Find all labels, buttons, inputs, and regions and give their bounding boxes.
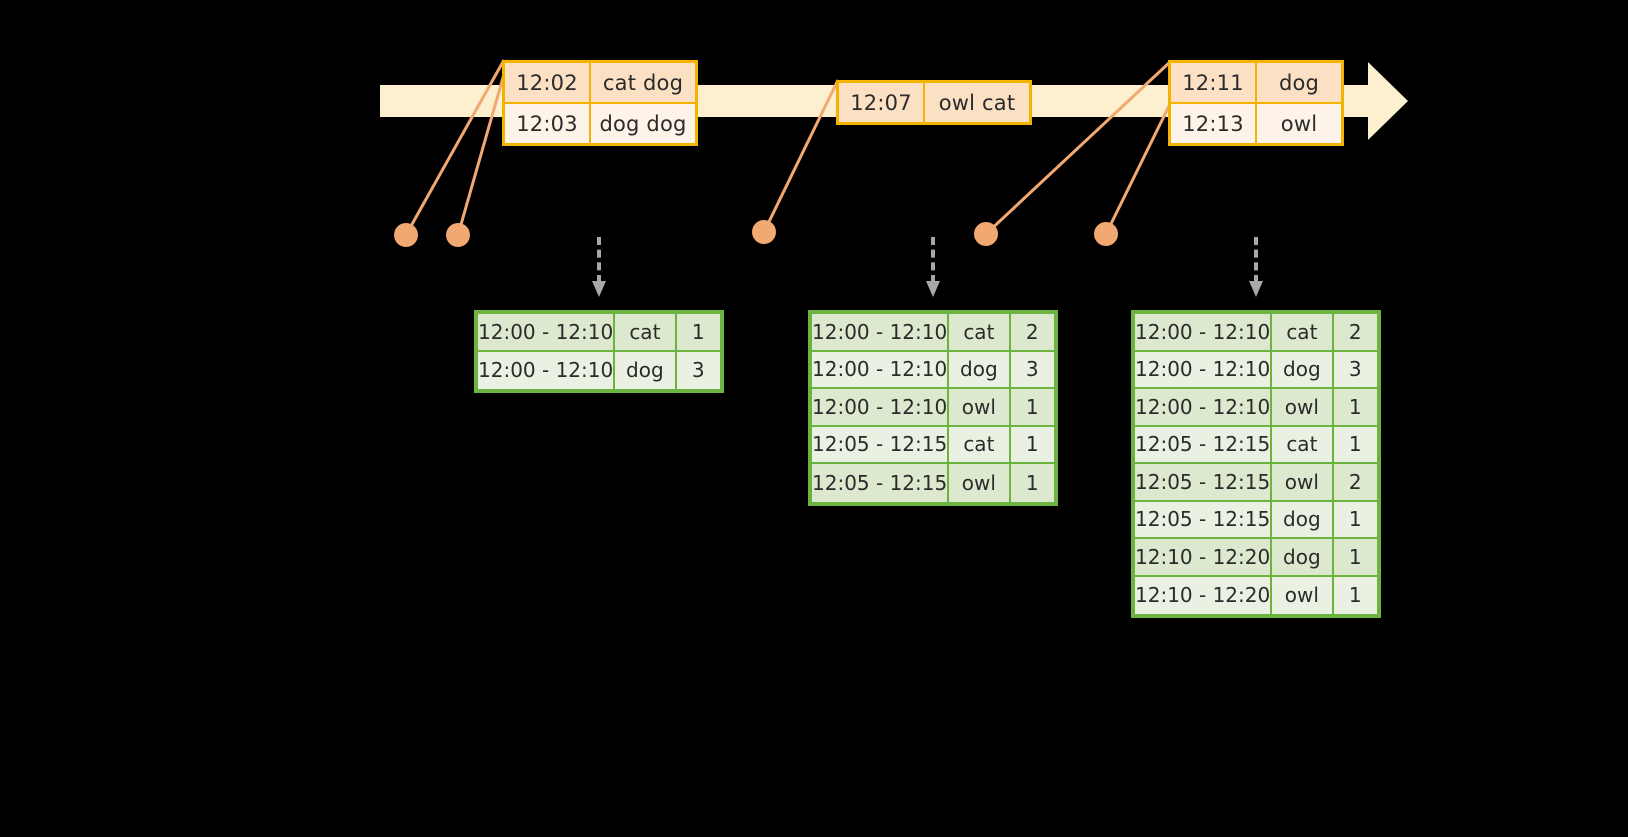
- event-time: 12:13: [1171, 104, 1257, 143]
- event-row: 12:13 owl: [1171, 102, 1341, 143]
- event-time: 12:11: [1171, 63, 1257, 102]
- cell-window: 12:00 - 12:10: [1135, 351, 1273, 389]
- stream-dot-3: [752, 220, 776, 244]
- event-time: 12:02: [505, 63, 591, 102]
- cell-count: 1: [1025, 470, 1039, 495]
- cell-window: 12:10 - 12:20: [1135, 539, 1273, 577]
- cell-window: 12:05 - 12:15: [812, 426, 950, 464]
- cell-window: 12:00 - 12:10: [1135, 314, 1273, 352]
- cell-count: 2: [1010, 314, 1054, 352]
- cell-window: 12:05 - 12:15: [1135, 426, 1273, 464]
- cell-key: dog: [1272, 501, 1334, 539]
- event-box-1: 12:02 cat dog 12:03 dog dog: [502, 60, 698, 146]
- cell-key: dog: [615, 351, 677, 389]
- cell-count: 1: [1010, 427, 1054, 464]
- emit-arrow-shaft: [597, 237, 601, 283]
- timeline-arrowhead-icon: [1368, 62, 1408, 140]
- cell-count: 1: [676, 314, 720, 352]
- cell-window: 12:00 - 12:10: [478, 351, 616, 389]
- cell-window: 12:10 - 12:20: [1135, 576, 1273, 614]
- cell-count: 2: [1333, 314, 1377, 352]
- cell-count: 3: [1333, 352, 1377, 389]
- emit-arrow-shaft: [1254, 237, 1258, 283]
- event-row: 12:11 dog: [1171, 63, 1341, 102]
- cell-window: 12:05 - 12:15: [812, 464, 950, 502]
- stream-line-5: [1104, 99, 1174, 235]
- cell-count: 2: [1333, 464, 1377, 502]
- event-value: owl: [1280, 111, 1318, 136]
- cell-count: 1: [1333, 427, 1377, 464]
- stream-dot-1: [394, 223, 418, 247]
- cell-count: 1: [1333, 502, 1377, 539]
- stream-dot-4: [974, 222, 998, 246]
- cell-window: 12:00 - 12:10: [812, 389, 950, 427]
- event-time: 12:07: [839, 83, 925, 122]
- event-row: 12:07 owl cat: [839, 83, 1029, 122]
- cell-key: cat: [615, 314, 677, 352]
- cell-key: owl: [1272, 576, 1334, 614]
- cell-key: cat: [949, 314, 1011, 352]
- cell-window: 12:05 - 12:15: [1135, 464, 1273, 502]
- event-box-2: 12:07 owl cat: [836, 80, 1032, 125]
- event-value: dog: [1278, 70, 1320, 95]
- event-value: dog dog: [599, 111, 687, 136]
- event-row: 12:02 cat dog: [505, 63, 695, 102]
- cell-count: 3: [691, 358, 705, 383]
- stream-dot-5: [1094, 222, 1118, 246]
- cell-key: cat: [1272, 314, 1334, 352]
- cell-count: 1: [1333, 389, 1377, 427]
- cell-key: owl: [1272, 464, 1334, 502]
- cell-key: dog: [949, 351, 1011, 389]
- event-box-3: 12:11 dog 12:13 owl: [1168, 60, 1344, 146]
- cell-key: cat: [1272, 426, 1334, 464]
- cell-window: 12:00 - 12:10: [478, 314, 616, 352]
- cell-count: 1: [1333, 539, 1377, 577]
- cell-key: owl: [949, 389, 1011, 427]
- cell-window: 12:00 - 12:10: [812, 351, 950, 389]
- event-value: owl cat: [938, 90, 1016, 115]
- event-time: 12:03: [505, 104, 591, 143]
- event-value: cat dog: [602, 70, 684, 95]
- emit-arrow-head-icon: [592, 281, 606, 297]
- cell-window: 12:05 - 12:15: [1135, 501, 1273, 539]
- cell-window: 12:00 - 12:10: [812, 314, 950, 352]
- cell-count: 1: [1348, 583, 1362, 608]
- cell-key: owl: [1272, 389, 1334, 427]
- emit-arrow-head-icon: [1249, 281, 1263, 297]
- cell-count: 3: [1010, 352, 1054, 389]
- emit-arrow-shaft: [931, 237, 935, 283]
- cell-key: dog: [1272, 539, 1334, 577]
- cell-key: dog: [1272, 351, 1334, 389]
- cell-key: owl: [949, 464, 1011, 502]
- emit-arrow-head-icon: [926, 281, 940, 297]
- cell-count: 1: [1010, 389, 1054, 427]
- event-row: 12:03 dog dog: [505, 102, 695, 143]
- cell-window: 12:00 - 12:10: [1135, 389, 1273, 427]
- stream-dot-2: [446, 223, 470, 247]
- cell-key: cat: [949, 426, 1011, 464]
